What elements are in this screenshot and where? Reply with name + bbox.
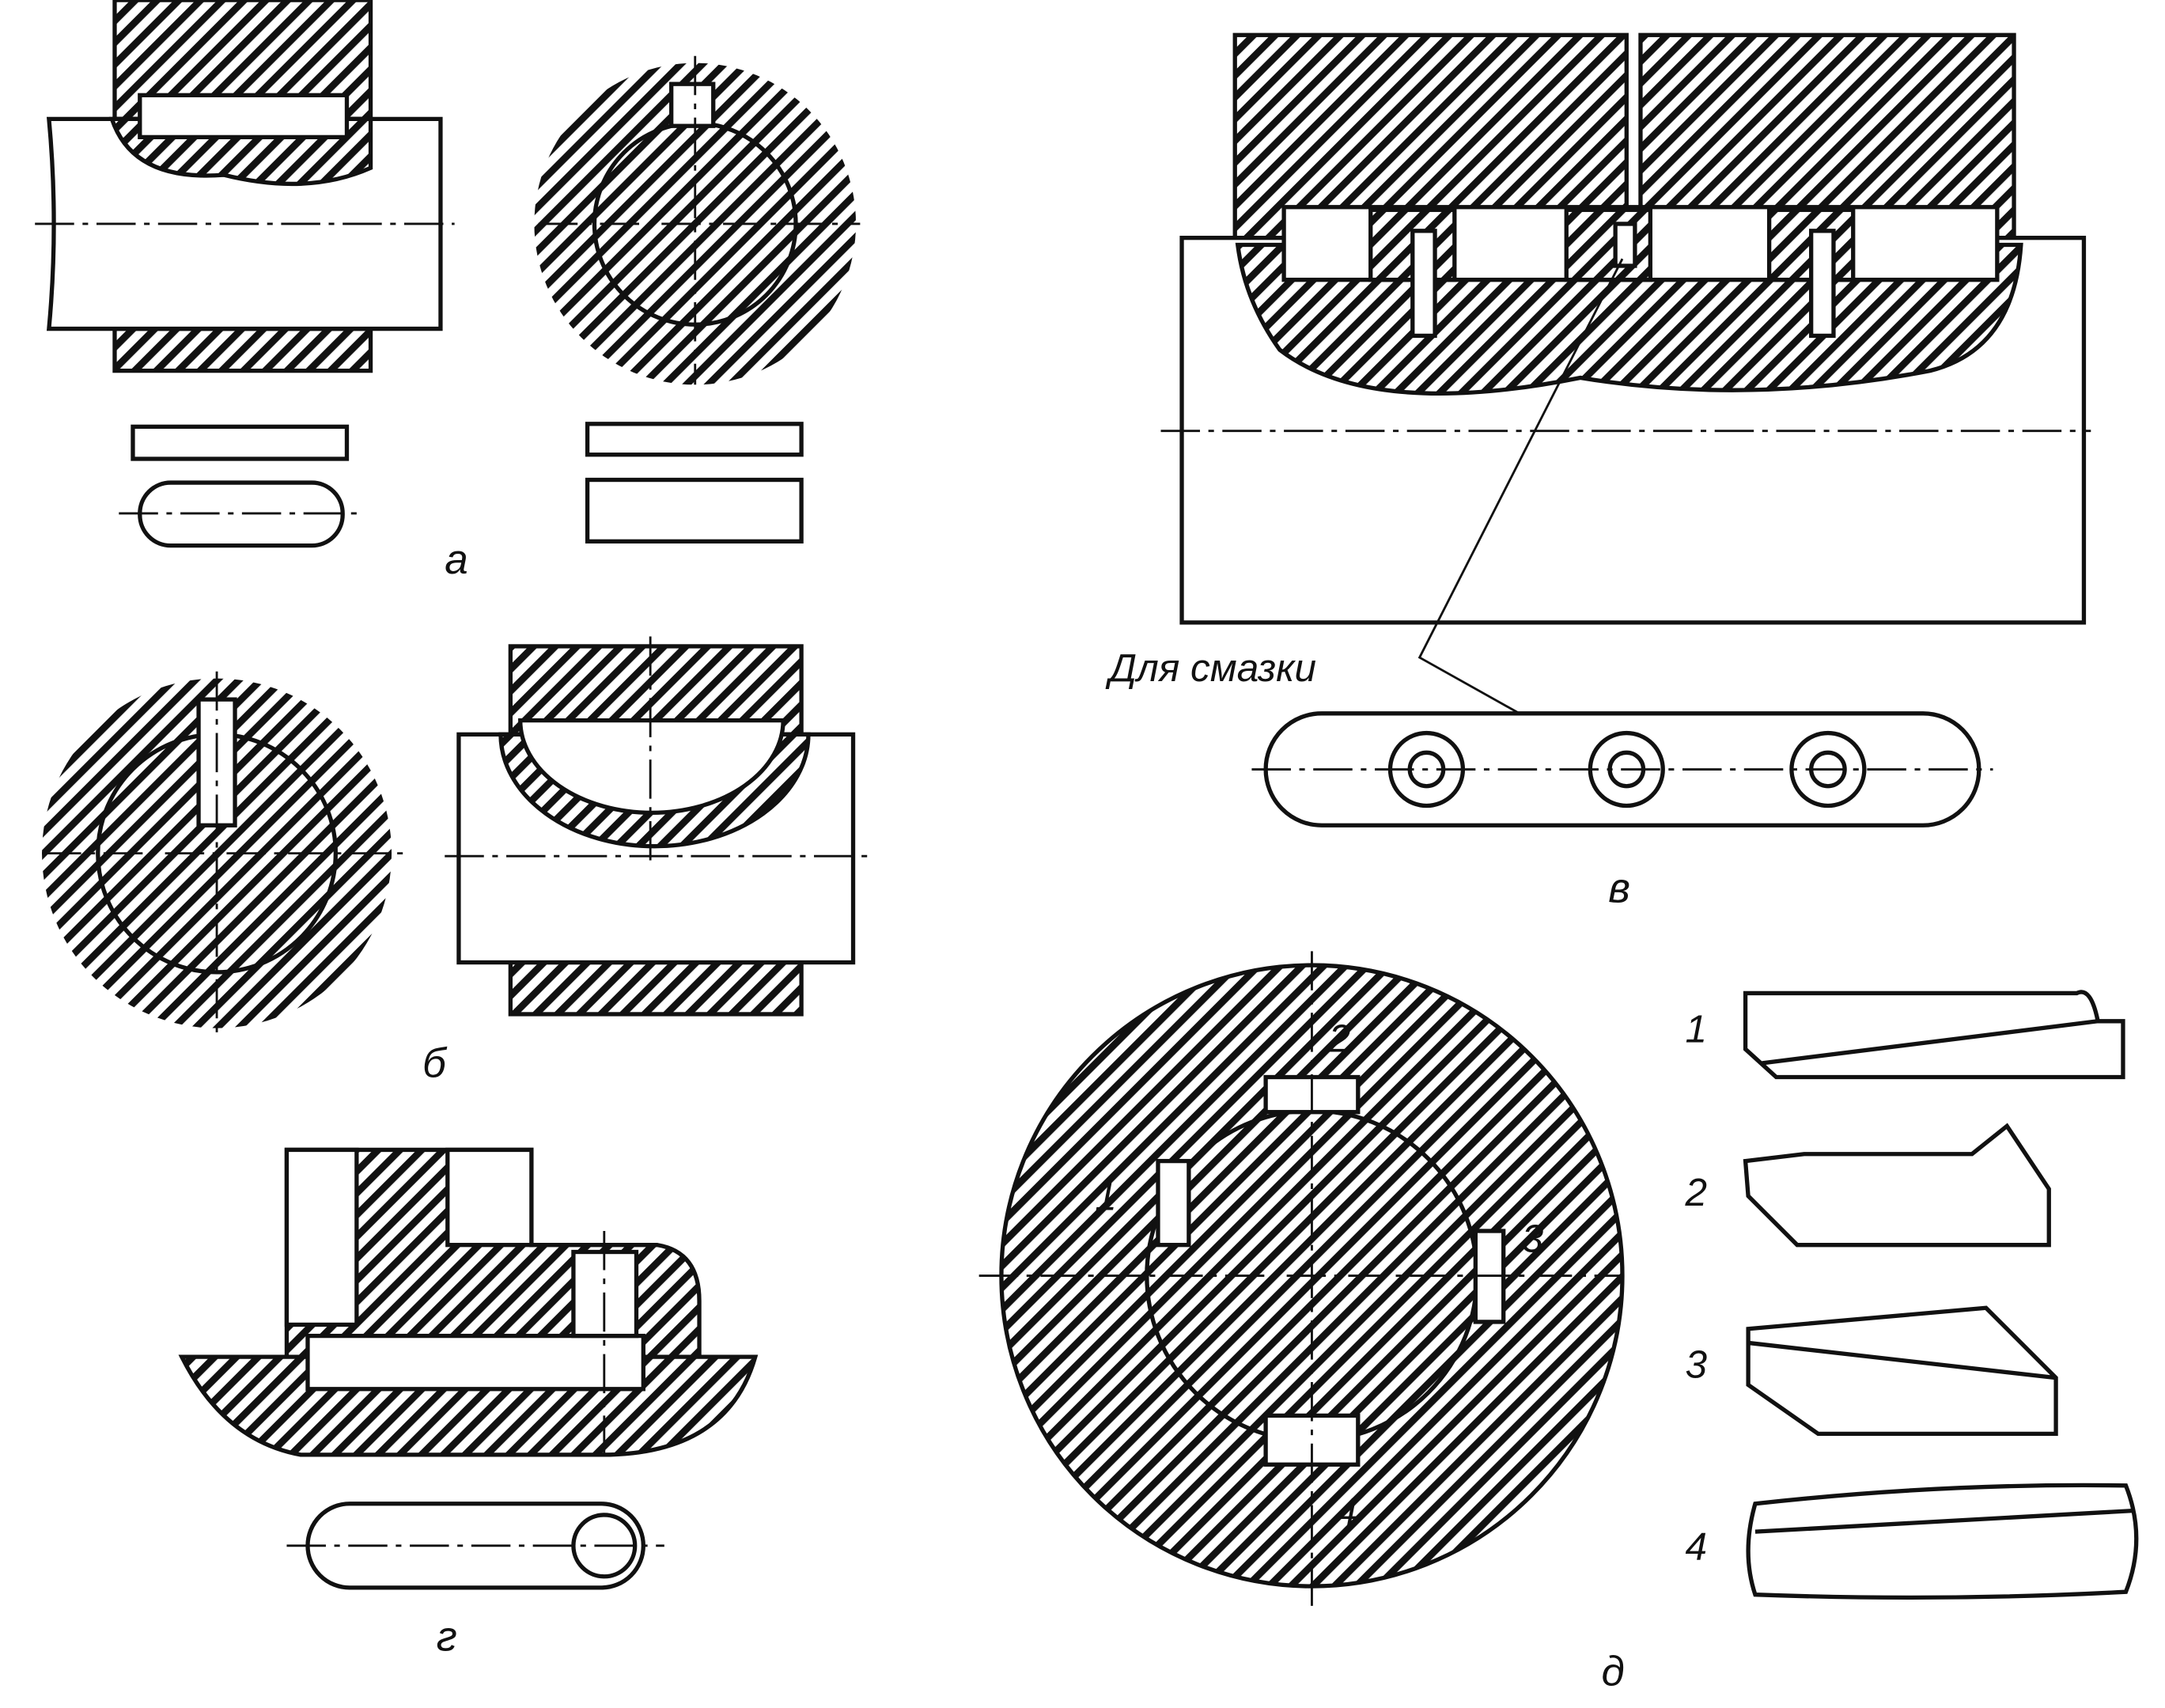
key-type-4 (1746, 1483, 2139, 1600)
circle-key-number-3: 3 (1522, 1218, 1544, 1261)
key-type-number-2: 2 (1685, 1171, 1708, 1214)
figure-d-tangential-keys: 1 2 3 4 1 2 3 4 д (978, 951, 2139, 1695)
figure-a-prismatic-key: а (35, 0, 861, 583)
figure-label-d: д (1601, 1649, 1624, 1695)
figure-label-a: а (445, 536, 468, 583)
figure-b-segment-key: б (42, 636, 868, 1087)
key-type-number-1: 1 (1686, 1007, 1708, 1051)
key-type-3 (1746, 1305, 2058, 1437)
figure-label-b: б (422, 1040, 448, 1087)
key-type-1 (1743, 990, 2125, 1080)
key-type-number-3: 3 (1686, 1343, 1708, 1387)
figure-g-pin-key: г (178, 1147, 759, 1660)
figure-v-sliding-key: Для смазки в (1105, 32, 2091, 911)
figure-label-g: г (437, 1613, 457, 1660)
key-type-number-4: 4 (1686, 1525, 1708, 1569)
figure-label-v: в (1608, 865, 1630, 911)
key-type-2 (1743, 1123, 2051, 1248)
circle-key-number-2: 2 (1328, 1017, 1351, 1061)
circle-key-number-4: 4 (1336, 1490, 1358, 1533)
lubrication-annotation: Для смазки (1105, 646, 1316, 690)
circle-key-number-1: 1 (1095, 1175, 1117, 1218)
